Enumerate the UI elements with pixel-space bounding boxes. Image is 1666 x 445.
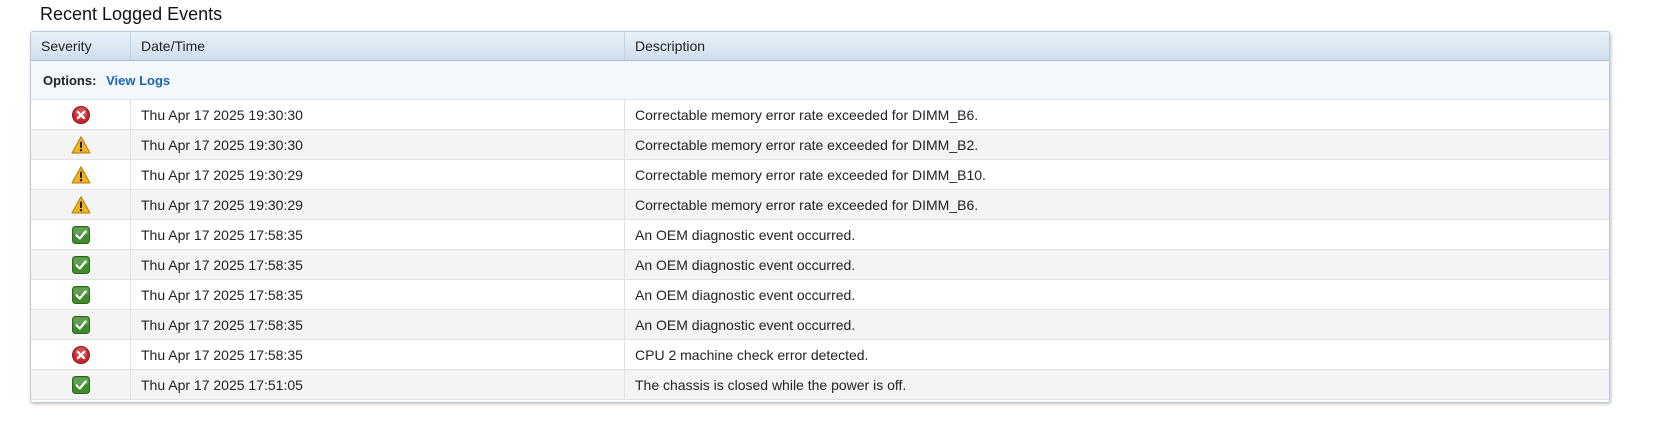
severity-cell [31,189,131,220]
events-table: Severity Date/Time Description Options: … [31,32,1609,400]
warning-icon [71,135,91,155]
description-cell: Correctable memory error rate exceeded f… [624,99,1609,130]
table-header: Severity Date/Time Description [31,32,1609,61]
warning-icon [71,195,91,215]
severity-cell [31,219,131,250]
datetime-cell: Thu Apr 17 2025 17:51:05 [130,369,625,400]
ok-icon [71,255,91,275]
description-cell: An OEM diagnostic event occurred. [624,249,1609,280]
description-cell: Correctable memory error rate exceeded f… [624,129,1609,160]
description-cell: An OEM diagnostic event occurred. [624,309,1609,340]
description-cell: CPU 2 machine check error detected. [624,339,1609,370]
recent-events-panel: Severity Date/Time Description Options: … [30,31,1610,403]
datetime-cell: Thu Apr 17 2025 17:58:35 [130,339,625,370]
panel-title: Recent Logged Events [40,4,223,24]
datetime-cell: Thu Apr 17 2025 19:30:30 [130,129,625,160]
description-cell: The chassis is closed while the power is… [624,369,1609,400]
ok-icon [71,315,91,335]
severity-cell [31,339,131,370]
column-header-severity[interactable]: Severity [31,32,131,61]
datetime-cell: Thu Apr 17 2025 19:30:30 [130,99,625,130]
warning-icon [71,165,91,185]
severity-cell [31,99,131,130]
ok-icon [71,285,91,305]
description-cell: Correctable memory error rate exceeded f… [624,159,1609,190]
datetime-cell: Thu Apr 17 2025 17:58:35 [130,219,625,250]
options-row: Options: View Logs [31,60,1609,100]
severity-cell [31,159,131,190]
critical-icon [71,345,91,365]
datetime-cell: Thu Apr 17 2025 19:30:29 [130,159,625,190]
severity-cell [31,369,131,400]
description-cell: Correctable memory error rate exceeded f… [624,189,1609,220]
datetime-cell: Thu Apr 17 2025 17:58:35 [130,279,625,310]
column-header-description[interactable]: Description [624,32,1609,61]
critical-icon [71,105,91,125]
datetime-cell: Thu Apr 17 2025 19:30:29 [130,189,625,220]
datetime-cell: Thu Apr 17 2025 17:58:35 [130,249,625,280]
severity-cell [31,279,131,310]
severity-cell [31,309,131,340]
description-cell: An OEM diagnostic event occurred. [624,219,1609,250]
ok-icon [71,225,91,245]
column-header-datetime[interactable]: Date/Time [130,32,625,61]
description-cell: An OEM diagnostic event occurred. [624,279,1609,310]
ok-icon [71,375,91,395]
severity-cell [31,129,131,160]
datetime-cell: Thu Apr 17 2025 17:58:35 [130,309,625,340]
options-label: Options: [43,72,97,88]
severity-cell [31,249,131,280]
view-logs-link[interactable]: View Logs [106,72,171,88]
